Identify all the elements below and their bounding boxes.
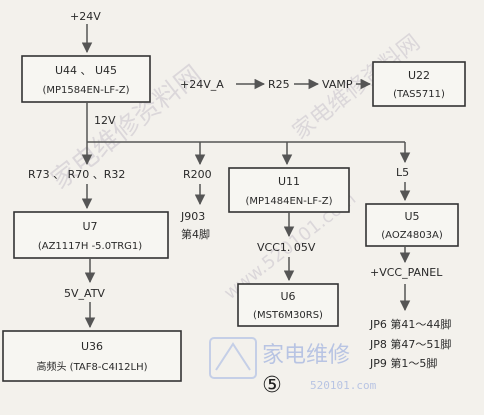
vamp-label: VAMP <box>322 78 353 91</box>
u11-block <box>228 167 350 213</box>
u36-part: 高频头 (TAF8-C4I12LH) <box>37 360 148 373</box>
u5-part: (AOZ4803A) <box>381 230 443 241</box>
u22-part: (TAS5711) <box>393 89 445 100</box>
u5-title: U5 <box>404 210 419 223</box>
u44-u45-part: (MP1584EN-LF-Z) <box>42 85 129 96</box>
rail-12v-label: 12V <box>94 114 116 127</box>
figure-number: ⑤ <box>262 373 282 398</box>
u22-block <box>372 61 466 107</box>
watermark-strip: 家电维修 520101.com <box>209 337 377 392</box>
r200-label: R200 <box>183 168 212 181</box>
watermark-strip-text: 家电维修 <box>262 343 350 368</box>
u36-block <box>2 330 182 382</box>
u11-title: U11 <box>278 175 300 188</box>
u7-title: U7 <box>82 220 97 233</box>
watermark-strip-url: 520101.com <box>310 379 377 392</box>
v5-atv-label: 5V_ATV <box>64 287 105 300</box>
u6-block <box>237 283 339 327</box>
resistors-r73-r70-r32-label: R73 、 R70 、R32 <box>28 168 125 181</box>
jp-pin-label: JP8 第47～51脚 <box>369 337 451 351</box>
jp-pin-label: JP9 第1～5脚 <box>369 356 437 370</box>
u5-block <box>365 203 459 247</box>
u44-u45-title: U44 、 U45 <box>55 64 117 77</box>
watermark-book-icon <box>215 342 251 371</box>
vcc105-label: VCC1. 05V <box>257 241 316 254</box>
l5-label: L5 <box>396 166 409 179</box>
source-24v-label: +24V <box>70 10 101 23</box>
u11-part: (MP1484EN-LF-Z) <box>245 196 332 207</box>
u6-title: U6 <box>280 290 295 303</box>
u44-u45-block <box>21 55 151 103</box>
r25-label: R25 <box>268 78 290 91</box>
vcc-panel-label: +VCC_PANEL <box>370 266 443 279</box>
jp-pin-label: JP6 第41～44脚 <box>369 317 451 331</box>
u7-block <box>13 211 169 259</box>
j903-label: J903 <box>180 210 205 223</box>
u36-title: U36 <box>81 340 103 353</box>
rail-24v-a-label: +24V_A <box>180 78 224 91</box>
watermark-logo <box>209 337 257 379</box>
j903-pin-label: 第4脚 <box>181 227 210 241</box>
u7-part: (AZ1117H -5.0TRG1) <box>38 241 142 252</box>
u22-title: U22 <box>408 69 430 82</box>
u6-part: (MST6M30RS) <box>253 310 323 321</box>
